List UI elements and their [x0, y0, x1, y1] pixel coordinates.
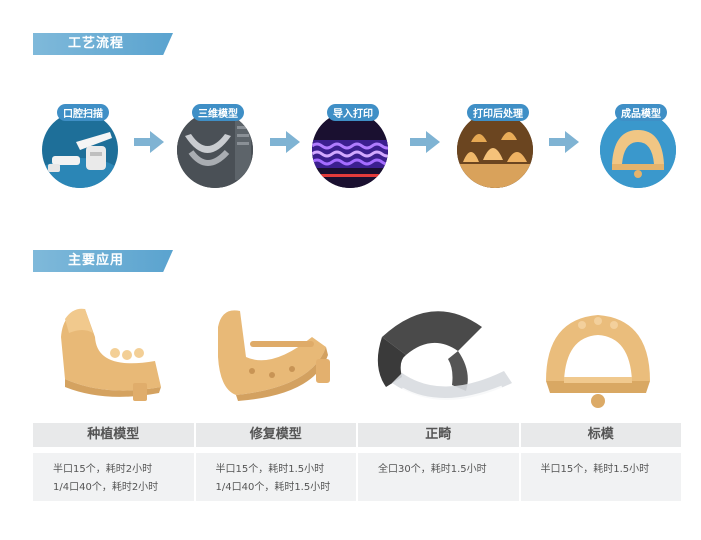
- step-label: 三维模型: [192, 104, 244, 121]
- arrow-right-icon: [410, 131, 440, 153]
- product-image-implant-model: [61, 308, 161, 401]
- table-header-row: 种植模型 修复模型 正畸 标模: [33, 423, 681, 447]
- arrow-right-icon: [549, 131, 579, 153]
- table-cell-line: 半口15个，耗时1.5小时: [215, 464, 325, 475]
- section-banner-process: 工艺流程: [33, 33, 173, 55]
- process-step-finished-model: 成品模型: [595, 104, 687, 188]
- table-header-cell: 正畸: [358, 423, 519, 447]
- table-cell-line: 全口30个，耗时1.5小时: [378, 464, 487, 475]
- step-image-post-processing: [457, 112, 533, 188]
- table-row: 半口15个，耗时2小时 1/4口40个，耗时2小时 半口15个，耗时1.5小时 …: [33, 453, 681, 501]
- step-image-print: [312, 112, 388, 188]
- step-label: 成品模型: [615, 104, 667, 121]
- product-image-standard-model: [546, 315, 650, 408]
- table-cell-line: 半口15个，耗时2小时: [53, 464, 153, 475]
- step-label: 口腔扫描: [57, 104, 109, 121]
- table-cell: 半口15个，耗时1.5小时: [520, 453, 681, 501]
- arrow-right-icon: [134, 131, 164, 153]
- step-image-3d-model: [177, 112, 253, 188]
- arrow-right-icon: [270, 131, 300, 153]
- table-header-cell: 修复模型: [195, 423, 356, 447]
- product-image-orthodontic-model: [377, 311, 512, 401]
- step-image-finished-model: [600, 112, 676, 188]
- table-cell-line: 1/4口40个，耗时2小时: [53, 482, 159, 493]
- table-cell: 半口15个，耗时1.5小时 1/4口40个，耗时1.5小时: [195, 453, 356, 501]
- step-image-scan: [42, 112, 118, 188]
- section-title: 工艺流程: [68, 36, 125, 51]
- table-cell: 全口30个，耗时1.5小时: [358, 453, 519, 501]
- section-title: 主要应用: [68, 253, 125, 268]
- process-step-scan: 口腔扫描: [37, 104, 129, 188]
- table-cell: 半口15个，耗时2小时 1/4口40个，耗时2小时: [33, 453, 194, 501]
- table-cell-line: 半口15个，耗时1.5小时: [540, 464, 650, 475]
- product-image-restoration-model: [218, 310, 330, 401]
- process-step-3d-model: 三维模型: [172, 104, 264, 188]
- applications-table: 种植模型 修复模型 正畸 标模 半口15个，耗时2小时 1/4口40个，耗时2小…: [33, 423, 681, 501]
- process-step-print: 导入打印: [307, 104, 399, 188]
- table-header-cell: 种植模型: [33, 423, 194, 447]
- table-header-cell: 标模: [520, 423, 681, 447]
- step-label: 导入打印: [327, 104, 379, 121]
- section-banner-applications: 主要应用: [33, 250, 173, 272]
- process-step-post-processing: 打印后处理: [452, 104, 544, 188]
- step-label: 打印后处理: [467, 104, 529, 121]
- table-cell-line: 1/4口40个，耗时1.5小时: [215, 482, 331, 493]
